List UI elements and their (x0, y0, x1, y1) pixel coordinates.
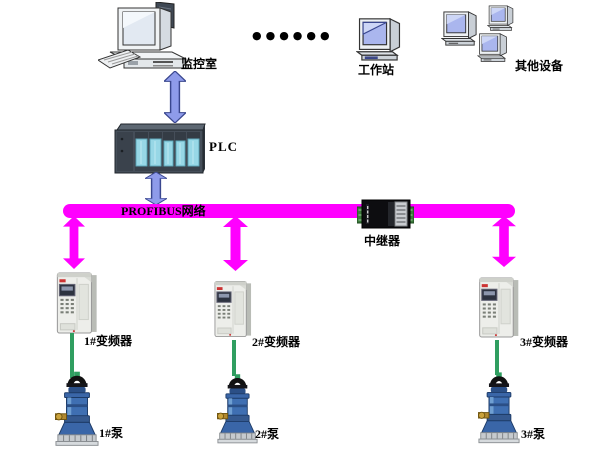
drive-pump-cable (70, 333, 74, 378)
pump-label: 2#泵 (255, 427, 280, 441)
submersible-pump-icon (55, 371, 99, 447)
submersible-pump-icon (217, 373, 258, 445)
plc-rack-icon (114, 123, 206, 174)
monitor-room-label: 监控室 (181, 57, 218, 71)
other-device-computer-icon (441, 11, 479, 47)
other-device-computer-icon (477, 33, 509, 63)
repeater-label: 中继器 (364, 234, 401, 248)
double-arrow-icon (145, 172, 167, 205)
double-arrow-icon (492, 216, 516, 267)
repeater-icon (357, 199, 414, 229)
drive-label: 2#变频器 (252, 335, 301, 349)
drive-pump-cable (495, 340, 499, 375)
submersible-pump-icon (478, 371, 520, 445)
double-arrow-icon (223, 216, 248, 271)
profibus-bus-label: PROFIBUS网络 (121, 204, 206, 218)
double-arrow-icon (63, 216, 85, 269)
plc-label: PLC (209, 139, 238, 154)
pump-label: 3#泵 (521, 427, 546, 441)
double-arrow-icon (164, 71, 186, 123)
frequency-drive-icon (478, 277, 520, 338)
drive-label: 1#变频器 (84, 334, 133, 348)
frequency-drive-icon (214, 278, 252, 340)
workstation-computer-icon (356, 15, 403, 65)
other-devices-label: 其他设备 (515, 59, 564, 73)
pump-label: 1#泵 (99, 426, 124, 440)
profibus-bus-bar: PROFIBUS网络 (63, 204, 515, 218)
workstation-label: 工作站 (358, 63, 395, 77)
ellipsis-dots: ●●●●●● (252, 29, 334, 42)
frequency-drive-icon (52, 272, 102, 334)
drive-pump-cable (232, 340, 236, 376)
other-device-computer-icon (487, 5, 515, 32)
desktop-computer-icon (98, 2, 187, 69)
drive-label: 3#变频器 (520, 335, 569, 349)
